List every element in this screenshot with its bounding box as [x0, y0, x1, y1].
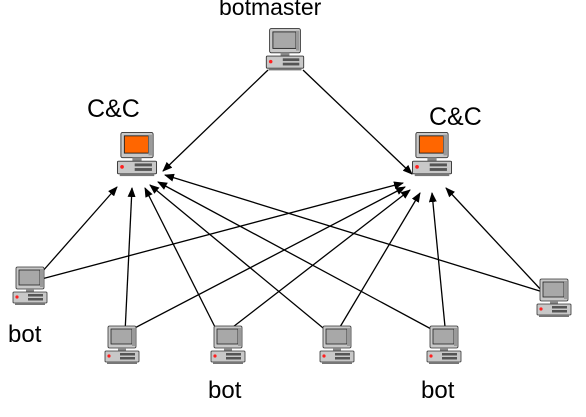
monitor-screen	[325, 328, 348, 345]
edge-bot6-to-cc2	[445, 187, 544, 293]
nodes-layer	[12, 28, 572, 364]
monitor-stand	[440, 348, 448, 351]
power-indicator	[107, 354, 111, 358]
monitor-side	[148, 134, 152, 156]
drive-slot	[442, 353, 457, 356]
drive-slot	[282, 62, 300, 66]
cc-right-label: C&C	[429, 103, 482, 131]
monitor-side	[443, 134, 447, 156]
edge-bot4-to-cc2	[333, 192, 421, 338]
edge-bot6-to-cc1	[164, 173, 544, 293]
drive-slot	[28, 294, 43, 297]
edge-bot5-to-cc2	[428, 192, 447, 338]
drive-slot	[335, 353, 350, 356]
monitor-screen	[110, 328, 133, 345]
drive-slot	[335, 357, 350, 360]
monitor-side	[132, 328, 135, 346]
monitor-stand	[26, 289, 34, 292]
bot-bottom-label-1: bot	[208, 377, 242, 404]
drive-slot	[442, 357, 457, 360]
power-indicator	[120, 165, 124, 169]
monitor-screen	[18, 269, 41, 286]
monitor-stand	[280, 52, 290, 57]
cc2-server-computer-icon	[411, 131, 453, 177]
power-indicator	[539, 307, 543, 311]
keyboard	[107, 362, 137, 364]
bot6-computer-icon	[536, 278, 572, 317]
drive-slot	[429, 163, 447, 167]
monitor-side	[347, 328, 350, 346]
monitor-side	[454, 328, 457, 346]
bot-left-label: bot	[8, 321, 42, 348]
drive-slot	[120, 357, 135, 360]
keyboard	[414, 173, 450, 177]
power-indicator	[268, 59, 273, 64]
monitor-side	[238, 328, 241, 346]
bot5-computer-icon	[426, 325, 462, 364]
drive-slot	[120, 353, 135, 356]
drive-slot	[552, 310, 567, 313]
power-indicator	[429, 354, 433, 358]
keyboard	[119, 173, 155, 177]
monitor-stand	[333, 348, 341, 351]
monitor-screen	[272, 31, 297, 49]
cc-left-label: C&C	[87, 95, 140, 123]
bot2-computer-icon	[104, 325, 140, 364]
edge-bot1-to-cc1	[33, 186, 118, 282]
edge-botmaster-to-cc2	[302, 69, 413, 175]
monitor-screen	[123, 135, 149, 154]
power-indicator	[213, 354, 217, 358]
edges-layer	[33, 69, 544, 338]
edge-bot5-to-cc1	[157, 181, 447, 338]
power-indicator	[415, 165, 419, 169]
monitor-stand	[224, 348, 232, 351]
botmaster-computer-icon	[265, 28, 305, 71]
keyboard	[539, 315, 569, 317]
bot-bottom-label-2: bot	[421, 377, 455, 404]
keyboard	[15, 303, 45, 305]
monitor-stand	[550, 301, 558, 304]
edge-bot4-to-cc1	[149, 184, 335, 338]
monitor-screen	[432, 328, 455, 345]
bot4-computer-icon	[319, 325, 355, 364]
keyboard	[429, 362, 459, 364]
edge-bot3-to-cc2	[219, 189, 411, 338]
monitor-side	[40, 269, 43, 287]
drive-slot	[134, 168, 152, 171]
edge-bot1-to-cc2	[33, 181, 404, 282]
drive-slot	[552, 306, 567, 309]
edge-bot2-to-cc2	[124, 186, 406, 334]
cc1-server-computer-icon	[116, 131, 158, 177]
drive-slot	[282, 58, 300, 62]
power-indicator	[322, 354, 326, 358]
edge-bot3-to-cc1	[144, 187, 221, 338]
monitor-side	[296, 30, 300, 51]
botmaster-label: botmaster	[219, 0, 322, 20]
edge-bot2-to-cc1	[124, 187, 136, 334]
drive-slot	[226, 353, 241, 356]
bot3-computer-icon	[210, 325, 246, 364]
monitor-side	[564, 281, 567, 299]
keyboard	[322, 362, 352, 364]
monitor-screen	[216, 328, 239, 345]
bot1-computer-icon	[12, 266, 48, 305]
keyboard	[268, 68, 302, 71]
drive-slot	[134, 163, 152, 167]
monitor-stand	[427, 157, 437, 162]
drive-slot	[226, 357, 241, 360]
monitor-screen	[418, 135, 444, 154]
drive-slot	[429, 168, 447, 171]
monitor-stand	[118, 348, 126, 351]
drive-slot	[28, 298, 43, 301]
edge-botmaster-to-cc1	[162, 69, 269, 172]
power-indicator	[15, 295, 19, 299]
monitor-stand	[132, 157, 142, 162]
monitor-screen	[542, 281, 565, 298]
keyboard	[213, 362, 243, 364]
